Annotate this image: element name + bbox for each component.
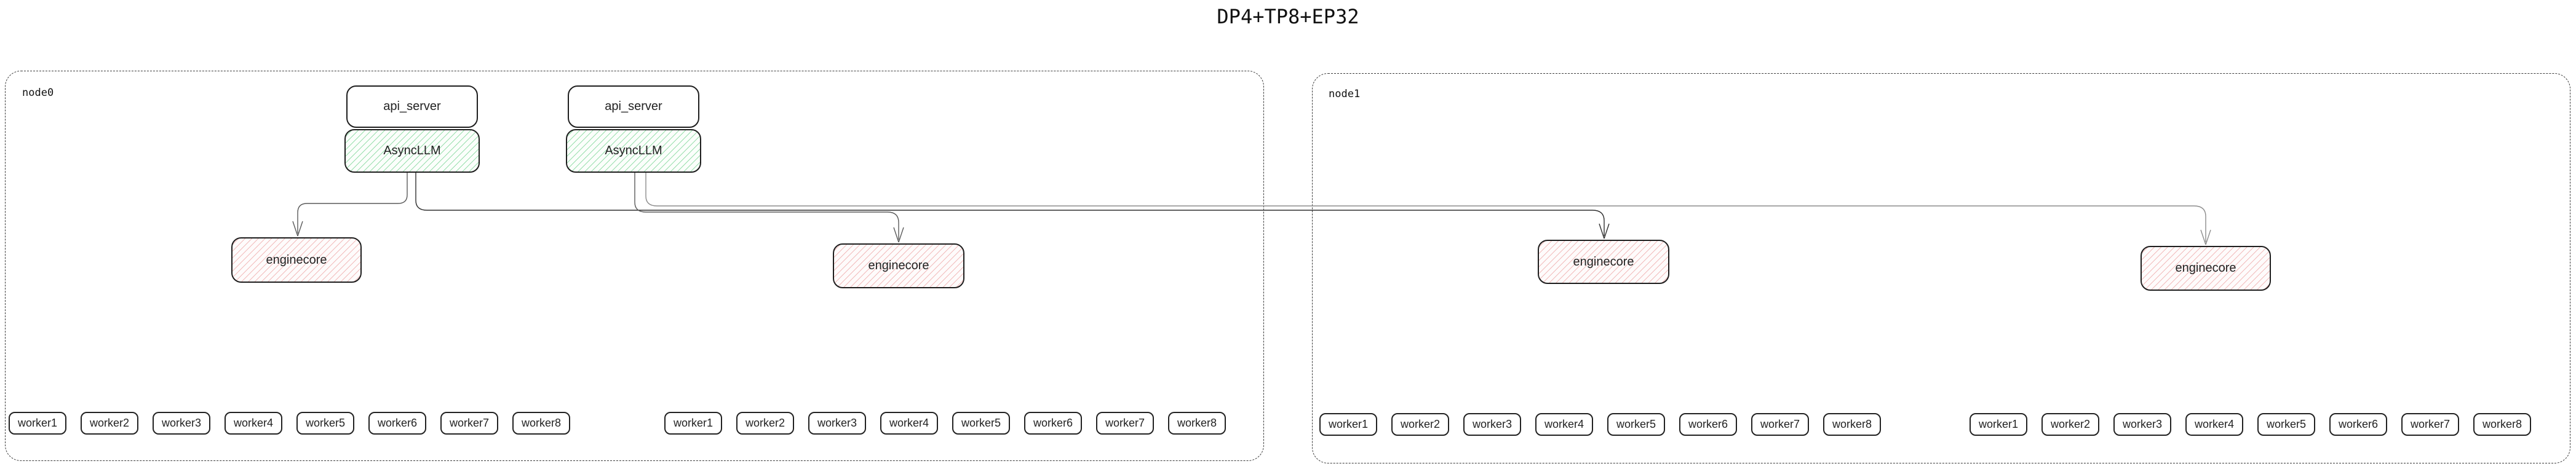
worker-box: worker1 <box>664 412 722 435</box>
node1-container <box>1312 73 2570 463</box>
worker-box: worker3 <box>153 412 210 435</box>
worker-box: worker6 <box>1679 413 1737 436</box>
enginecore-box-node0-1: enginecore <box>231 237 362 283</box>
worker-box: worker7 <box>440 412 498 435</box>
api-server-box-2: api_server <box>568 85 699 128</box>
worker-box: worker6 <box>1024 412 1082 435</box>
worker-box: worker5 <box>1607 413 1665 436</box>
worker-box: worker8 <box>1168 412 1226 435</box>
worker-box: worker7 <box>1751 413 1809 436</box>
node1-label: node1 <box>1329 88 1361 100</box>
worker-box: worker4 <box>880 412 938 435</box>
worker-box: worker8 <box>2473 413 2531 436</box>
worker-box: worker2 <box>736 412 794 435</box>
worker-box: worker8 <box>1823 413 1881 436</box>
worker-box: worker7 <box>1096 412 1154 435</box>
node0-container <box>5 71 1264 461</box>
async-llm-box-1: AsyncLLM <box>344 129 480 173</box>
worker-box: worker2 <box>2041 413 2099 436</box>
worker-box: worker2 <box>1391 413 1449 436</box>
worker-box: worker5 <box>296 412 354 435</box>
diagram-title: DP4+TP8+EP32 <box>1217 5 1359 28</box>
node0-label: node0 <box>22 87 54 99</box>
worker-box: worker3 <box>2113 413 2171 436</box>
worker-box: worker1 <box>9 412 66 435</box>
worker-box: worker1 <box>1319 413 1377 436</box>
async-llm-box-2: AsyncLLM <box>566 129 701 173</box>
worker-box: worker7 <box>2401 413 2459 436</box>
enginecore-box-node0-2: enginecore <box>833 243 964 288</box>
worker-box: worker3 <box>808 412 866 435</box>
worker-box: worker2 <box>81 412 138 435</box>
worker-box: worker4 <box>1535 413 1593 436</box>
enginecore-box-node1-2: enginecore <box>2141 246 2271 291</box>
worker-box: worker4 <box>225 412 282 435</box>
worker-box: worker4 <box>2185 413 2243 436</box>
enginecore-box-node1-1: enginecore <box>1538 240 1669 284</box>
api-server-box-1: api_server <box>346 85 478 128</box>
worker-box: worker6 <box>368 412 426 435</box>
worker-box: worker6 <box>2329 413 2387 436</box>
worker-box: worker1 <box>1970 413 2027 436</box>
worker-box: worker5 <box>2257 413 2315 436</box>
worker-box: worker8 <box>512 412 570 435</box>
worker-box: worker5 <box>952 412 1010 435</box>
worker-box: worker3 <box>1463 413 1521 436</box>
